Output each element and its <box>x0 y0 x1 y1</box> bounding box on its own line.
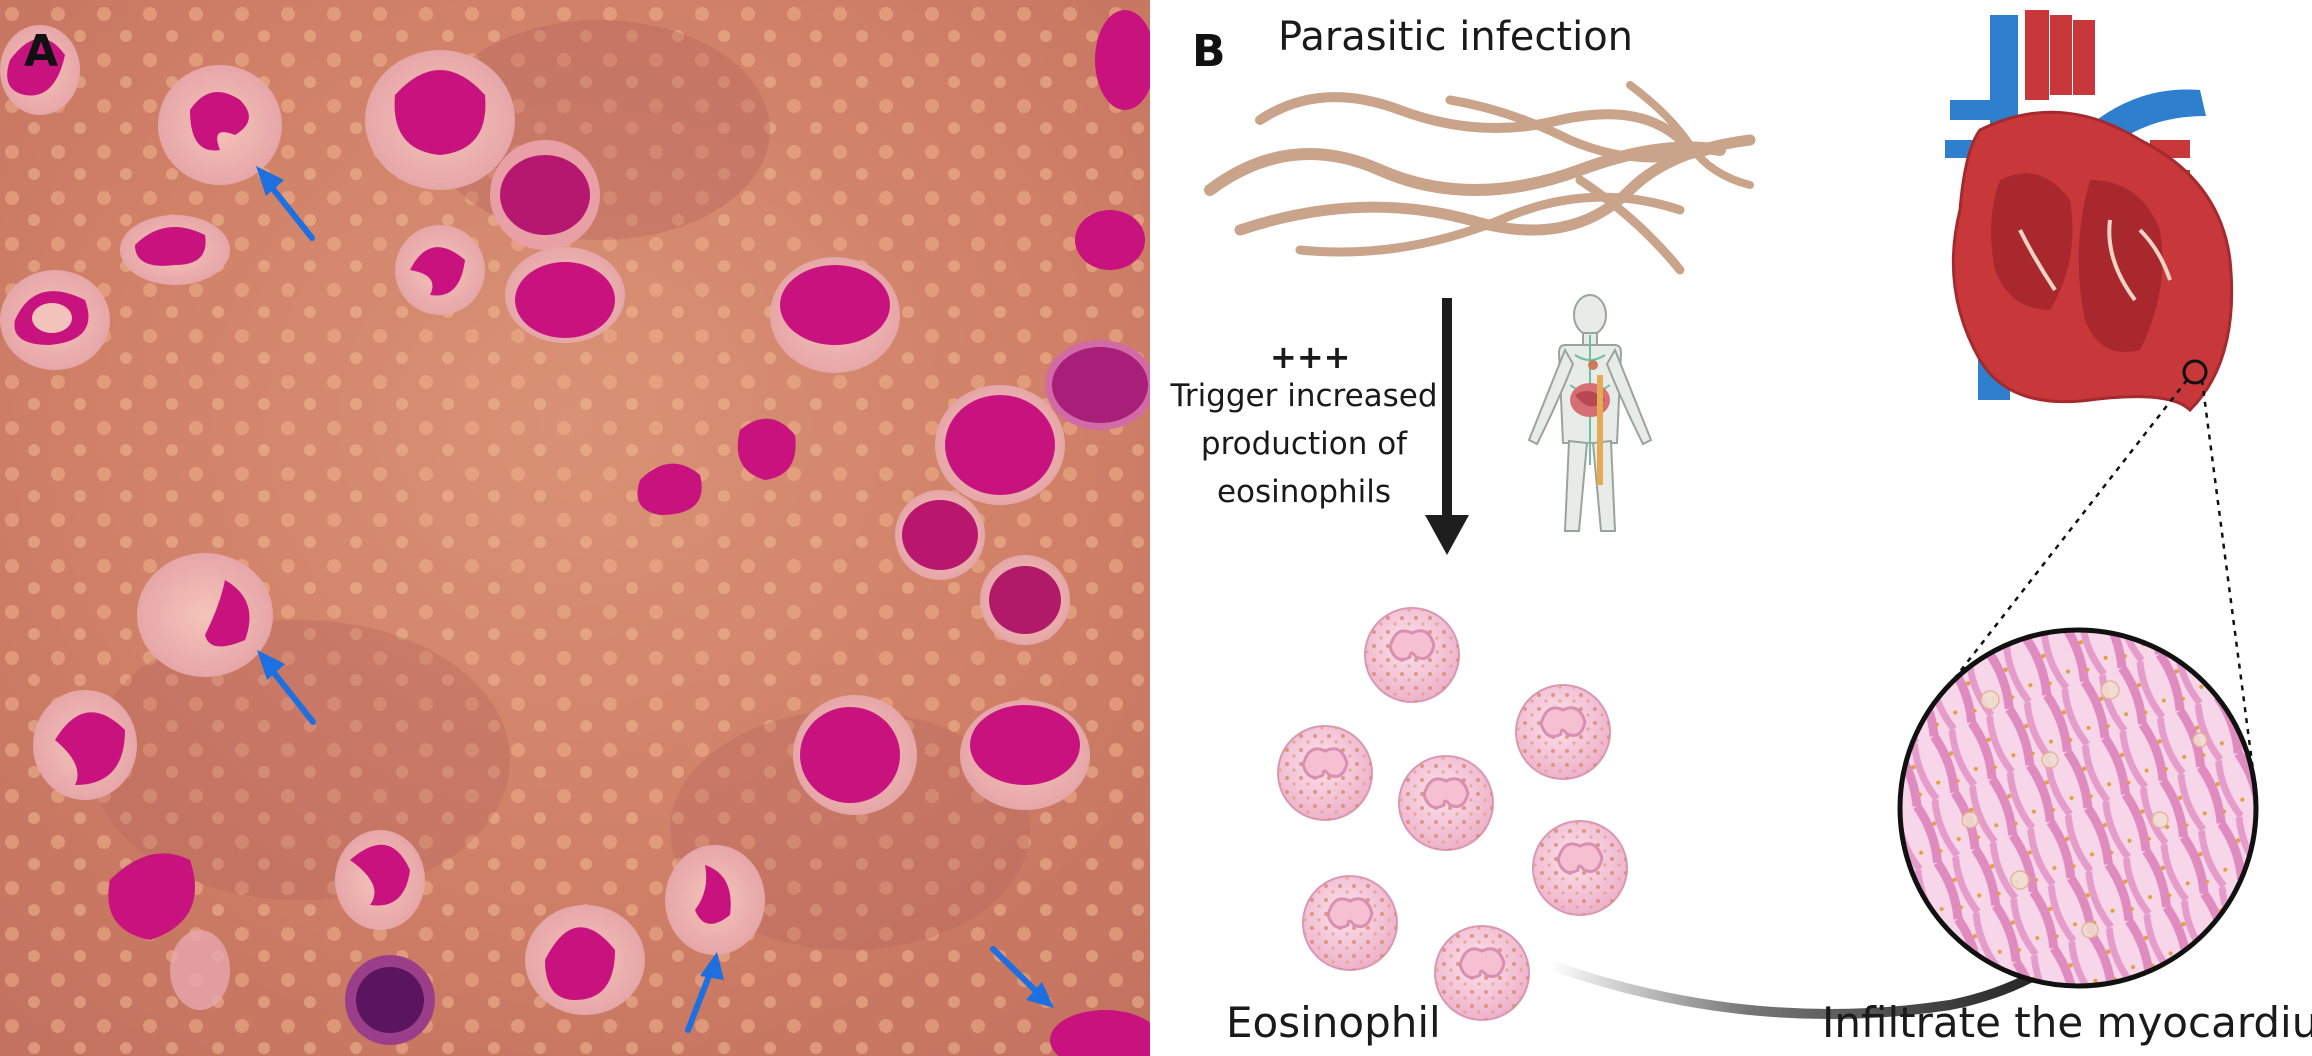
cell <box>770 257 900 373</box>
eosinophil-cell-icon <box>1302 875 1398 971</box>
eosinophil-cell-icon <box>1277 725 1373 821</box>
panel-b-label: B <box>1192 26 1226 77</box>
cell <box>490 140 600 250</box>
trigger-text: Trigger increased production of eosinoph… <box>1170 378 1438 510</box>
cell <box>895 490 985 580</box>
diagram-panel: B Parasitic infection +++ Trigger increa… <box>1150 0 2312 1056</box>
blue-arrow-icon <box>256 166 315 241</box>
eosinophil-cell-icon <box>1398 755 1494 851</box>
cell <box>0 25 80 115</box>
cell <box>935 385 1065 505</box>
blue-arrow-icon <box>257 650 316 725</box>
cell <box>108 853 195 940</box>
cell <box>365 50 515 190</box>
human-body-icon <box>1527 294 1653 532</box>
cell <box>170 930 230 1010</box>
parasite-worms-icon <box>1204 81 1756 275</box>
eosinophil-cell-icon <box>1515 684 1611 780</box>
cell <box>1075 10 1150 270</box>
cell <box>793 695 917 815</box>
diagram-artwork <box>1204 10 2259 1021</box>
cell <box>960 700 1090 810</box>
myocardium-magnifier-icon <box>1897 627 2259 989</box>
cell <box>120 215 230 285</box>
cell <box>158 65 282 185</box>
blue-arrow-icon <box>685 952 724 1033</box>
blood-smear-micrograph <box>0 0 1150 1056</box>
blue-arrow-icon <box>990 946 1054 1008</box>
eosinophil-cells <box>1277 607 1628 1021</box>
myocardium-label: Infiltrate the myocardium <box>1822 998 2312 1047</box>
eosinophil-label: Eosinophil <box>1226 998 1441 1047</box>
cell <box>505 247 625 343</box>
cell <box>0 270 110 370</box>
eosinophil-cell-icon <box>1532 820 1628 916</box>
cell <box>33 690 137 800</box>
cell <box>335 830 425 930</box>
eosinophil-cell-icon <box>1364 607 1460 703</box>
cell <box>665 845 765 955</box>
cell <box>395 225 485 315</box>
zoom-lines <box>1929 379 2255 771</box>
down-arrow-icon <box>1425 298 1469 555</box>
plus-sign: +++ <box>1270 338 1351 376</box>
cell <box>137 553 273 677</box>
panel-a-label: A <box>24 26 59 77</box>
parasitic-infection-title: Parasitic infection <box>1278 14 1634 60</box>
cell <box>637 418 796 515</box>
cell <box>345 955 435 1045</box>
cell <box>1045 340 1150 430</box>
eosinophil-cell-icon <box>1434 925 1530 1021</box>
cell <box>525 905 645 1015</box>
cell <box>1050 1010 1150 1056</box>
heart-icon <box>1945 10 2234 413</box>
micrograph-panel: A <box>0 0 1150 1056</box>
cell <box>980 555 1070 645</box>
